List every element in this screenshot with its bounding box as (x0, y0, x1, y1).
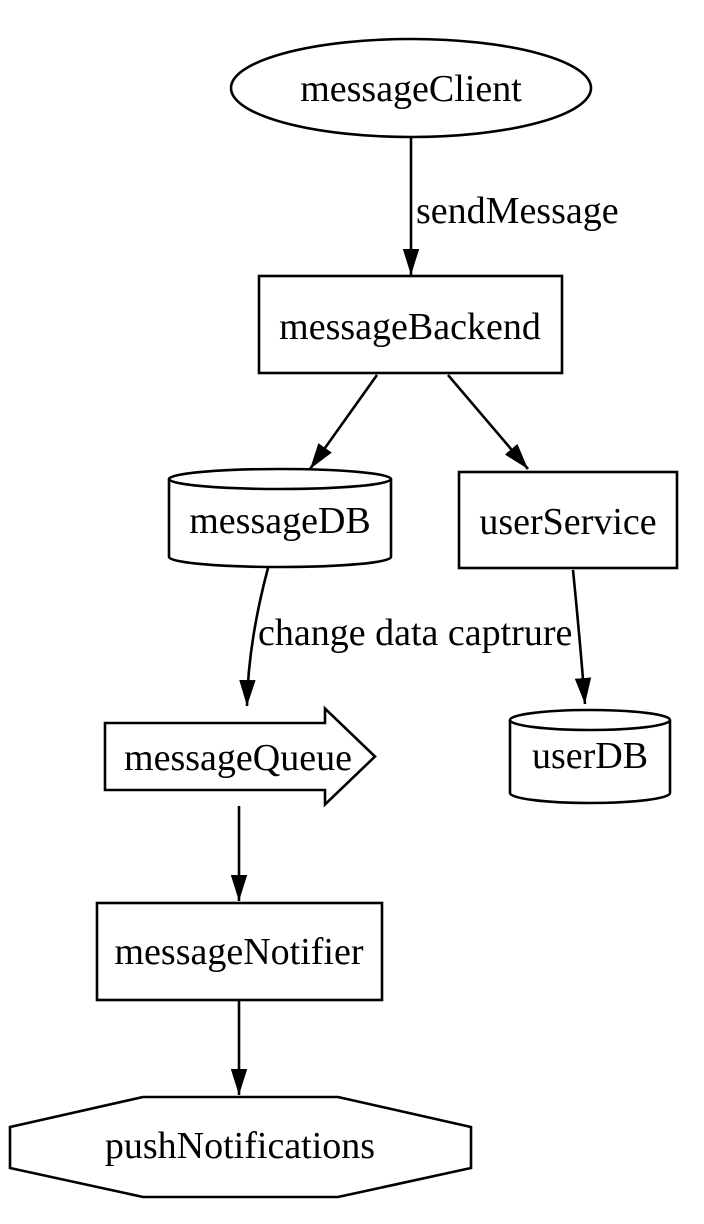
edge-userservice-to-userdb (571, 569, 592, 705)
node-message-backend-label: messageBackend (279, 306, 541, 348)
node-user-db-lid (508, 719, 672, 732)
node-user-db-label: userDB (532, 735, 648, 777)
node-push-notifications-label: pushNotifications (105, 1125, 375, 1167)
edge-messagedb-to-queue (239, 567, 270, 707)
node-user-service (457, 470, 679, 570)
node-message-client (229, 37, 593, 139)
edge-backend-to-messagedb (308, 374, 379, 470)
edge-change-data-capture-label: change data captrure (258, 612, 572, 654)
edge-backend-to-userservice (447, 374, 529, 470)
node-push-notifications (8, 1095, 473, 1199)
node-message-notifier (95, 901, 384, 1002)
node-message-db-lid (167, 478, 393, 491)
node-message-db-label: messageDB (189, 500, 371, 542)
node-message-backend (257, 274, 564, 375)
node-user-db (508, 708, 672, 805)
node-message-db (167, 467, 393, 569)
node-message-queue (103, 705, 377, 808)
node-message-client-label: messageClient (300, 68, 522, 110)
node-message-queue-label: messageQueue (124, 737, 352, 779)
node-message-notifier-label: messageNotifier (114, 931, 363, 973)
node-user-service-label: userService (479, 501, 656, 543)
edge-send-message-label: sendMessage (416, 190, 619, 232)
